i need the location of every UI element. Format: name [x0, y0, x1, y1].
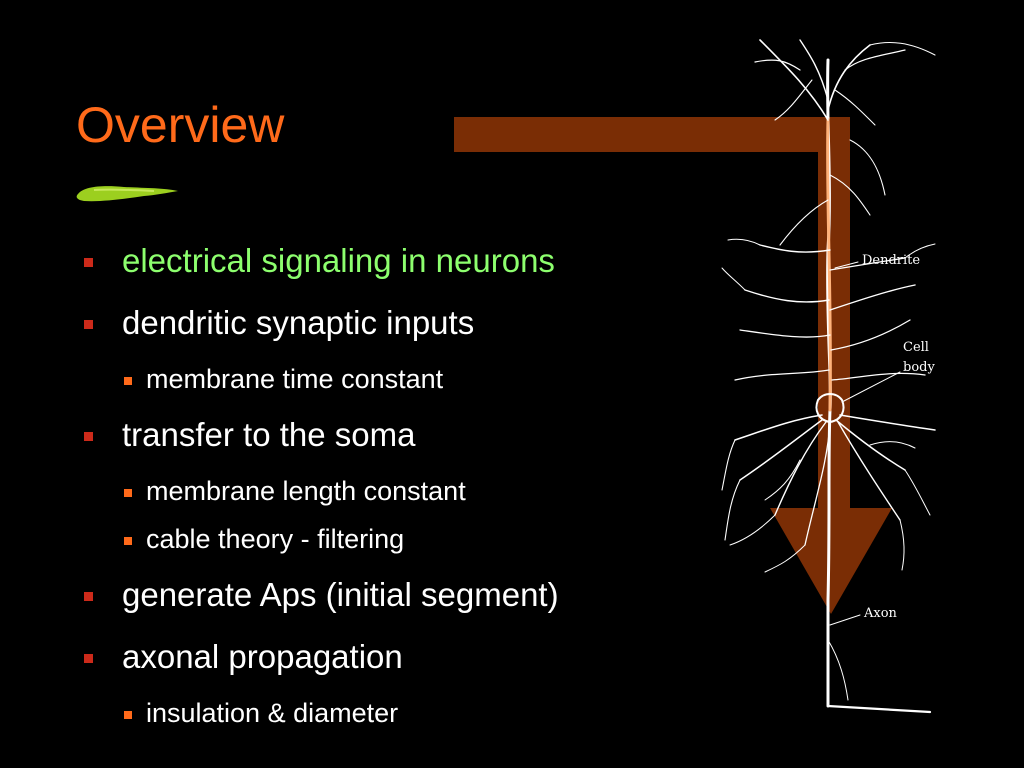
bullet-text: dendritic synaptic inputs: [122, 304, 475, 341]
sub-bullet-marker: [124, 711, 132, 719]
slide-title: Overview: [76, 97, 285, 153]
bullet-text: axonal propagation: [122, 638, 403, 675]
brush-stroke-decoration: [76, 186, 178, 202]
bullet-marker: [84, 320, 93, 329]
sub-bullet-text: membrane length constant: [146, 476, 466, 506]
bullet-marker: [84, 258, 93, 267]
arrow-head: [770, 508, 892, 614]
arrow-vertical-shaft: [818, 117, 850, 512]
sub-bullet-marker: [124, 537, 132, 545]
sub-bullet-marker: [124, 377, 132, 385]
cell-body-label-line1: Cell: [903, 340, 929, 355]
sub-bullet-marker: [124, 489, 132, 497]
arrow-horizontal-bar: [454, 117, 850, 152]
sub-bullet-text: insulation & diameter: [146, 698, 399, 728]
bullet-marker: [84, 654, 93, 663]
sub-bullet-text: cable theory - filtering: [146, 524, 405, 554]
axon-label: Axon: [863, 606, 898, 621]
cell-body-label-line2: body: [903, 360, 935, 375]
bullet-marker: [84, 432, 93, 441]
neuron-drawing: [721, 39, 936, 714]
sub-bullet-text: membrane time constant: [146, 364, 444, 394]
bullet-text: transfer to the soma: [122, 416, 416, 453]
bullet-text: electrical signaling in neurons: [122, 242, 555, 279]
bullet-marker: [84, 592, 93, 601]
neuron-illustration: Dendrite Cell body Axon: [721, 39, 936, 714]
dendrite-label: Dendrite: [862, 253, 920, 268]
bullet-text: generate Aps (initial segment): [122, 576, 559, 613]
